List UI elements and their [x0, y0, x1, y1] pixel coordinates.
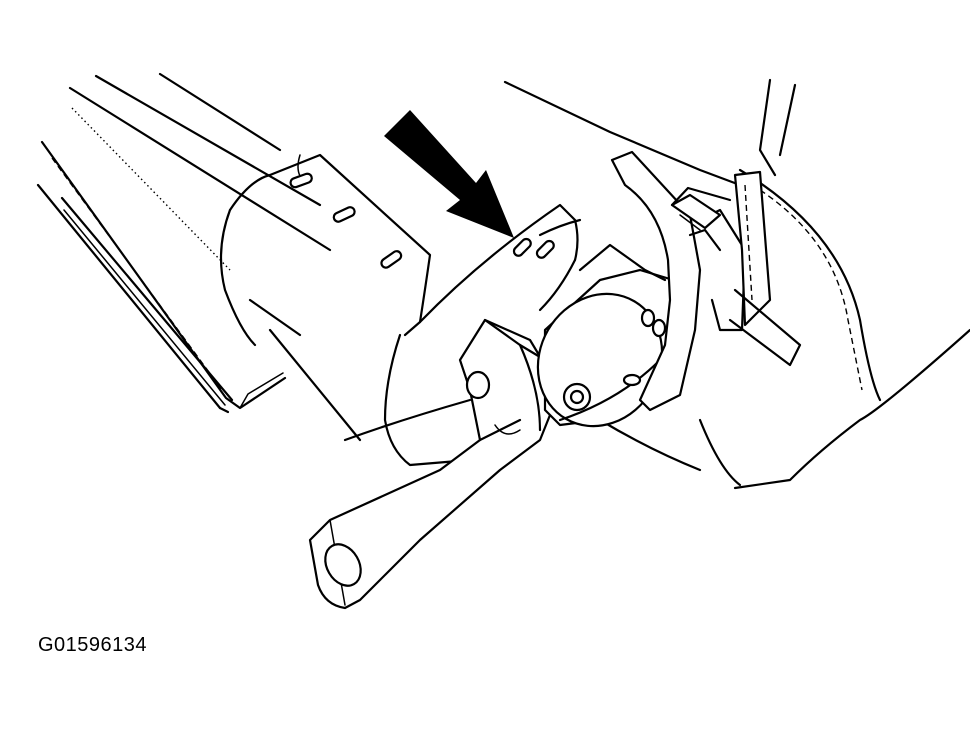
frame-rail	[36, 72, 332, 414]
upper-bracket	[610, 150, 802, 412]
housing	[248, 78, 970, 490]
arrow-pointer-icon	[384, 110, 514, 238]
bracket-slots	[289, 172, 555, 269]
isolator-plate	[536, 243, 697, 428]
mount-body	[219, 153, 582, 467]
mounting-bracket	[308, 318, 562, 610]
figure-id-label: G01596134	[38, 634, 148, 656]
